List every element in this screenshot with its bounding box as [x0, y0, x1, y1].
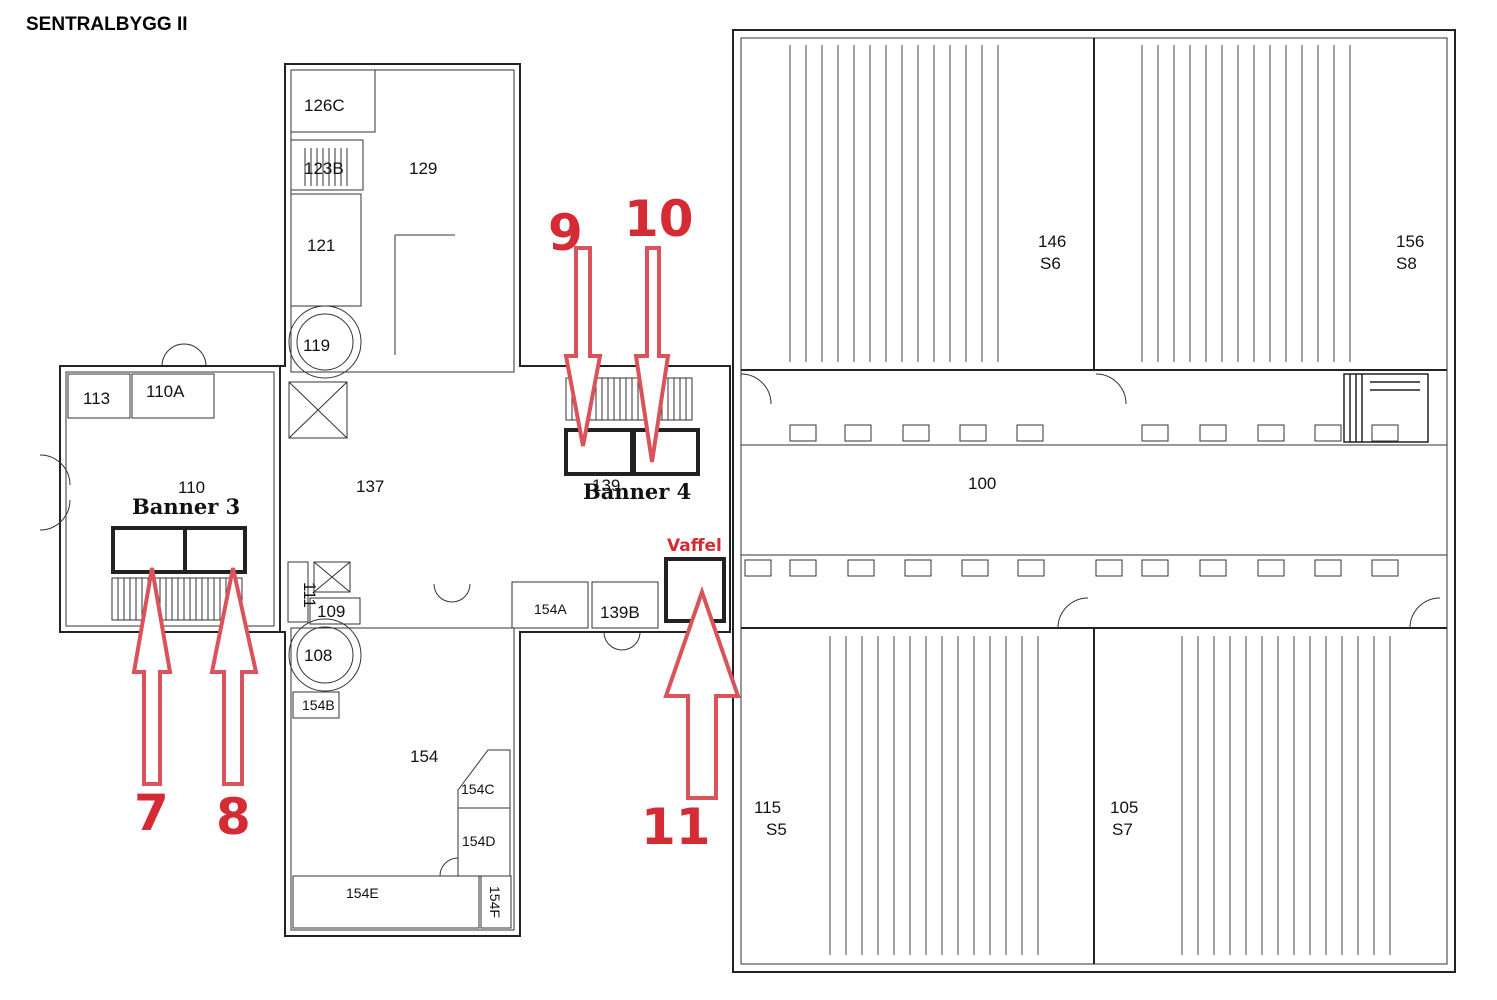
room-111: 111	[300, 582, 319, 608]
vaffel-label: Vaffel	[667, 536, 722, 556]
room-110: 110	[178, 478, 205, 497]
seating-hall-105	[1181, 636, 1391, 955]
marker-11: 11	[641, 798, 711, 856]
room-105: 105	[1110, 798, 1138, 817]
room-154d: 154D	[462, 833, 495, 849]
room-123b: 123B	[304, 159, 344, 178]
room-labels: 126C 123B 129 121 119 113 110A 110 137 1…	[83, 96, 1424, 918]
arrow-11	[663, 585, 741, 800]
banner-4-stand-right	[632, 428, 700, 476]
banner-3-stand-right	[183, 526, 247, 574]
door-swings	[39, 343, 1441, 877]
plan-title: SENTRALBYGG II	[26, 14, 188, 35]
room-154c: 154C	[461, 781, 494, 797]
vaffel-stand	[664, 557, 726, 623]
marker-numbers: 7 8 9 10 11	[134, 190, 711, 856]
banner-4-group: Banner 4	[564, 428, 700, 504]
room-154e: 154E	[346, 885, 379, 901]
building-walls	[59, 29, 1456, 973]
room-109: 109	[317, 602, 345, 621]
room-105-code: S7	[1112, 820, 1133, 839]
room-139b: 139B	[600, 603, 640, 622]
room-108: 108	[304, 646, 332, 665]
room-113: 113	[83, 389, 110, 408]
banner-3-label: Banner 3	[132, 494, 240, 519]
room-110a: 110A	[146, 382, 185, 401]
room-146-code: S6	[1040, 254, 1061, 273]
stairs	[111, 148, 1429, 692]
seating-hall-156	[1141, 45, 1351, 362]
room-154a: 154A	[534, 601, 567, 617]
arrow-10	[633, 246, 671, 463]
lobby-seat-boxes	[744, 424, 1399, 577]
room-137: 137	[356, 477, 384, 496]
room-126c: 126C	[304, 96, 345, 115]
room-154b: 154B	[302, 697, 335, 713]
marker-9: 9	[548, 204, 583, 262]
room-121: 121	[307, 236, 335, 255]
room-156-code: S8	[1396, 254, 1417, 273]
arrow-7	[131, 567, 173, 786]
spiral-stair-119	[288, 305, 362, 379]
arrow-8	[209, 567, 259, 786]
stair-right	[1343, 373, 1429, 443]
room-119: 119	[303, 336, 330, 355]
arrow-9	[563, 246, 603, 447]
interior-partitions	[67, 69, 1447, 929]
room-139: 139	[592, 476, 620, 495]
banner-3-group: Banner 3	[111, 494, 247, 574]
seating-hall-146	[789, 45, 999, 362]
stair-123b	[304, 148, 348, 186]
marker-10: 10	[624, 190, 694, 248]
room-115: 115	[754, 798, 781, 817]
marker-7: 7	[134, 784, 169, 842]
room-115-code: S5	[766, 820, 787, 839]
room-154f: 154F	[487, 886, 503, 918]
room-156: 156	[1396, 232, 1424, 251]
room-154: 154	[410, 747, 438, 766]
banner-3-stand-left	[111, 526, 187, 574]
seating-hall-115	[829, 636, 1039, 955]
marker-8: 8	[216, 788, 251, 846]
room-129: 129	[409, 159, 437, 178]
vaffel-group: Vaffel	[664, 536, 726, 623]
banner-4-stand-left	[564, 428, 634, 476]
spiral-stair-108	[288, 618, 362, 692]
room-146: 146	[1038, 232, 1066, 251]
room-100: 100	[968, 474, 996, 493]
banner-4-label: Banner 4	[583, 479, 691, 504]
